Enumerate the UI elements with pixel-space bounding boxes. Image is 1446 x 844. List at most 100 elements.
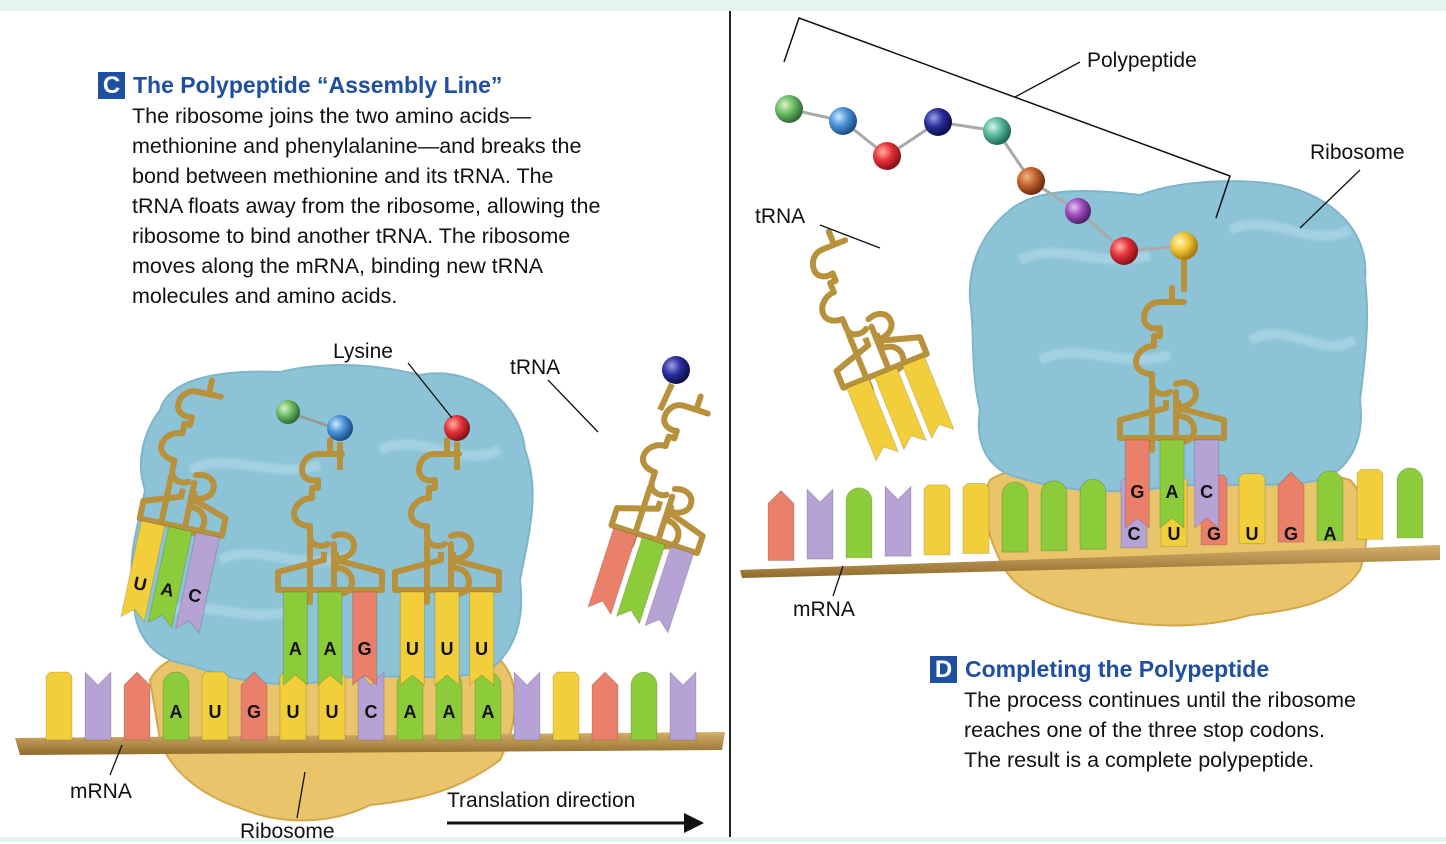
trna-base — [1194, 439, 1220, 530]
mrna-base-d — [1316, 470, 1344, 542]
mrna-base-c — [552, 671, 580, 741]
panel-c-line: methionine and phenylalanine—and breaks … — [132, 134, 582, 158]
codon-letter-c: A — [482, 702, 495, 722]
trna-stem — [608, 500, 706, 557]
panel-divider — [729, 11, 731, 837]
panel-d-description: The process continues until the ribosome… — [964, 685, 1356, 775]
trna-base — [1124, 439, 1150, 530]
trna-base — [1159, 439, 1185, 530]
trna-base — [120, 520, 166, 623]
codon-letter-d: C — [1128, 524, 1141, 544]
anticodon-letter: U — [406, 639, 419, 659]
panel-c-title: The Polypeptide “Assembly Line” — [133, 72, 503, 98]
trna-cloverleaf — [1133, 285, 1199, 453]
trna-cloverleaf — [291, 437, 357, 605]
mrna-base-d — [1040, 480, 1068, 552]
trna-base — [846, 378, 900, 462]
mrna-base-d — [923, 484, 951, 556]
anticodon-letter: C — [1200, 482, 1213, 502]
panel-d-line: reaches one of the three stop codons. — [964, 718, 1325, 742]
trna-cloverleaf — [809, 228, 907, 393]
codon-letter-d: G — [1207, 524, 1221, 544]
polypeptide-aa-7 — [1065, 198, 1091, 224]
trna-base — [399, 591, 425, 687]
trna-base — [352, 591, 378, 687]
trna-base — [469, 591, 495, 687]
anticodon-letter: U — [441, 639, 454, 659]
trna-cloverleaf — [408, 437, 474, 605]
trna-base — [147, 526, 193, 629]
panel-c-line: ribosome to bind another tRNA. The ribos… — [132, 224, 571, 248]
codon-letter-c: A — [170, 702, 183, 722]
panel-c-description: The ribosome joins the two amino acids— … — [132, 101, 600, 311]
anticodon-letter: G — [1130, 482, 1144, 502]
bottom-band — [0, 837, 1446, 842]
polypeptide-aa-6 — [1017, 167, 1045, 195]
trna-base — [317, 591, 343, 687]
codon-letter-d: U — [1246, 524, 1259, 544]
trna-stem — [275, 552, 385, 593]
mrna-base-d — [767, 489, 795, 562]
trna-base — [901, 356, 955, 440]
trna-acceptor-stem — [657, 382, 675, 412]
trna-incoming-c — [587, 393, 711, 635]
polypeptide-aa-4 — [924, 108, 952, 136]
anticodon-letter: A — [324, 639, 337, 659]
mrna-base-c — [591, 671, 619, 741]
mrna-base-d — [1001, 481, 1029, 553]
label-mrna-c: mRNA — [70, 780, 132, 803]
mrna-strip-d — [740, 545, 1440, 578]
panel-d-title: Completing the Polypeptide — [965, 656, 1270, 682]
mrna-base-c — [123, 671, 151, 741]
panel-c-header: C The Polypeptide “Assembly Line” — [98, 72, 502, 99]
panel-c-line: moves along the mRNA, binding new tRNA — [132, 254, 544, 278]
anticodon-letter: U — [475, 639, 488, 659]
label-polypeptide: Polypeptide — [1087, 49, 1197, 72]
panel-c-line: bond between methionine and its tRNA. Th… — [132, 164, 554, 188]
mrna-base-d — [1079, 478, 1107, 550]
anticodon-letter: A — [1166, 482, 1179, 502]
mrna-base-d — [1277, 471, 1305, 543]
codon-letter-c: A — [443, 702, 456, 722]
mrna-base-d — [1238, 473, 1266, 545]
mrna-base-c — [630, 671, 658, 741]
mrna-strip-c — [15, 732, 725, 755]
mrna-base-c — [162, 671, 190, 741]
mrna-base-c — [45, 671, 73, 741]
mrna-base-d — [1356, 468, 1384, 540]
polypeptide-aa-2 — [829, 107, 857, 135]
mrna-base-c — [201, 671, 229, 741]
trna-cloverleaf — [155, 377, 224, 544]
codon-letter-d: G — [1284, 524, 1298, 544]
panel-d-header: D Completing the Polypeptide — [930, 656, 1269, 683]
panel-c-line: tRNA floats away from the ribosome, allo… — [132, 194, 601, 218]
mrna-base-d — [845, 487, 873, 559]
amino-acid-blue-c — [327, 415, 353, 441]
codon-letter-c: G — [247, 702, 261, 722]
label-lysine: Lysine — [333, 340, 393, 363]
mrna-base-c — [669, 670, 697, 741]
mrna-base-d — [884, 485, 912, 557]
panel-d-line: The process continues until the ribosome — [964, 688, 1356, 712]
anticodon-letter: G — [358, 639, 372, 659]
anticodon-letter: A — [159, 579, 176, 601]
polypeptide-aa-1 — [775, 95, 803, 123]
anticodon-letter: U — [132, 573, 149, 595]
lysine-amino-acid — [444, 415, 470, 441]
trna-stem — [1117, 400, 1227, 441]
trna-base — [587, 527, 638, 616]
trna-stem — [392, 552, 502, 593]
polypeptide-bracket — [783, 17, 1231, 219]
trna-cloverleaf — [628, 393, 711, 556]
polypeptide-aa-9 — [1170, 232, 1198, 260]
label-ribosome-c: Ribosome — [240, 820, 335, 843]
trna-base — [282, 591, 308, 687]
trna-base — [174, 531, 221, 635]
panel-d-line: The result is a complete polypeptide. — [964, 748, 1315, 772]
label-trna-d: tRNA — [755, 205, 806, 228]
